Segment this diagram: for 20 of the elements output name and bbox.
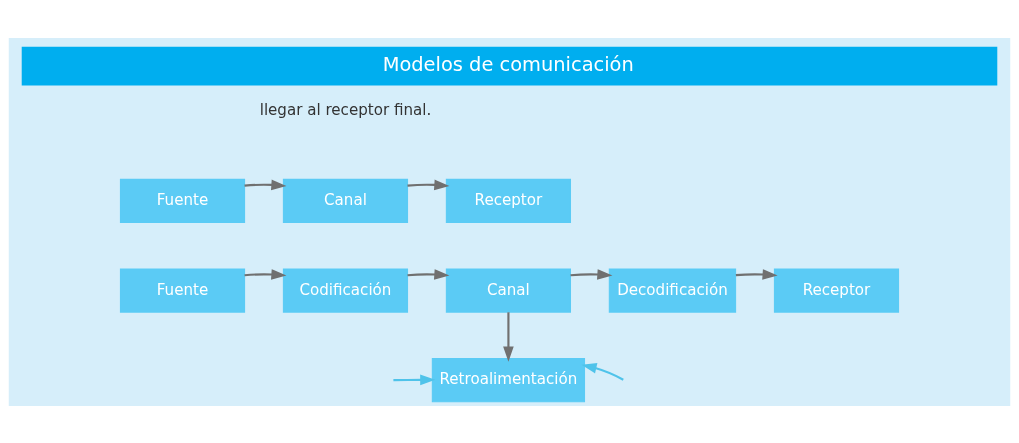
arrow (503, 311, 514, 362)
arrow (570, 268, 613, 280)
arrow (244, 268, 287, 280)
arrow (735, 268, 778, 280)
arrow (244, 179, 287, 190)
node-box: Codificación (282, 267, 409, 313)
node-box: Fuente (119, 178, 246, 223)
node-box: Canal (282, 178, 409, 223)
node-box: Fuente (119, 267, 246, 313)
node-box: Receptor (445, 178, 571, 223)
node-box: Canal (445, 267, 571, 313)
diagram-title: Modelos de comunicación (382, 52, 634, 76)
arrow (407, 179, 450, 190)
node-box: Retroalimentación (431, 357, 586, 402)
node-box: Decodificación (608, 267, 737, 313)
arrow (393, 374, 436, 385)
arrow (407, 268, 450, 280)
node-box: Receptor (773, 267, 900, 313)
label: llegar al receptor final. (259, 100, 432, 119)
arrow (581, 362, 624, 381)
